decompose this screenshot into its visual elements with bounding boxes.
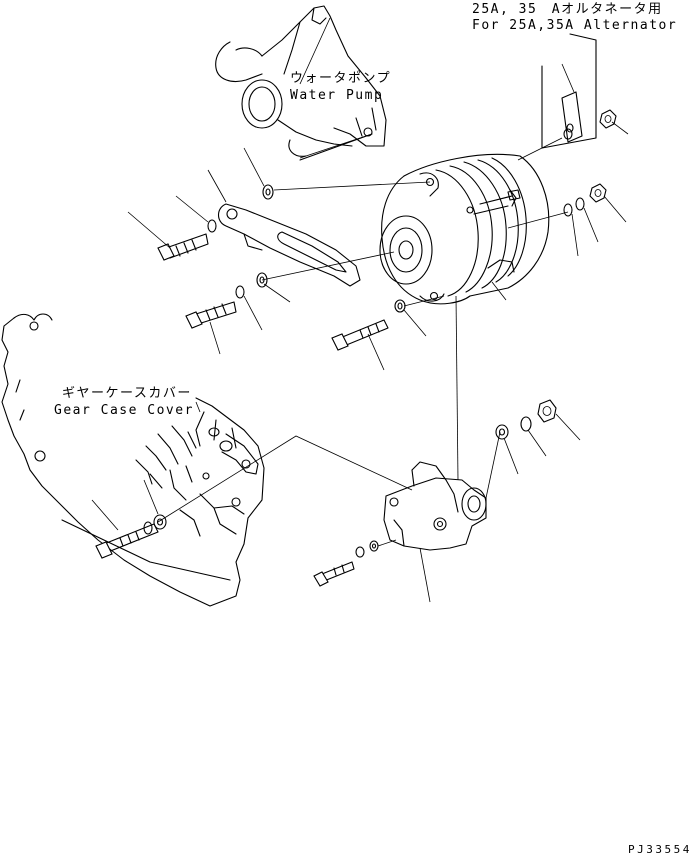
nuts [537,109,617,423]
washers [143,128,585,558]
leader-lines [91,63,629,603]
alternator-note-en: For 25A,35A Alternator [472,18,678,33]
adjusting-strap [217,203,361,287]
label-pointers [195,17,331,413]
alternator-note-jp: 25A, 35 Aオルタネータ用 [472,2,663,17]
assembly-lines [157,133,569,547]
water-pump-label-jp: ウォータポンプ [290,71,392,86]
alternator [379,153,550,305]
alternator-bracket [383,461,487,551]
gear-case-cover [1,313,265,607]
gear-case-cover-label-en: Gear Case Cover [54,403,194,418]
water-pump-label-en: Water Pump [290,88,384,103]
gear-case-cover-label-jp: ギヤーケースカバー [62,386,192,401]
bolts [95,233,389,587]
alternator-stud [507,189,521,201]
drawing-code: PJ33554 [628,843,692,856]
inset-bracket [541,33,597,149]
